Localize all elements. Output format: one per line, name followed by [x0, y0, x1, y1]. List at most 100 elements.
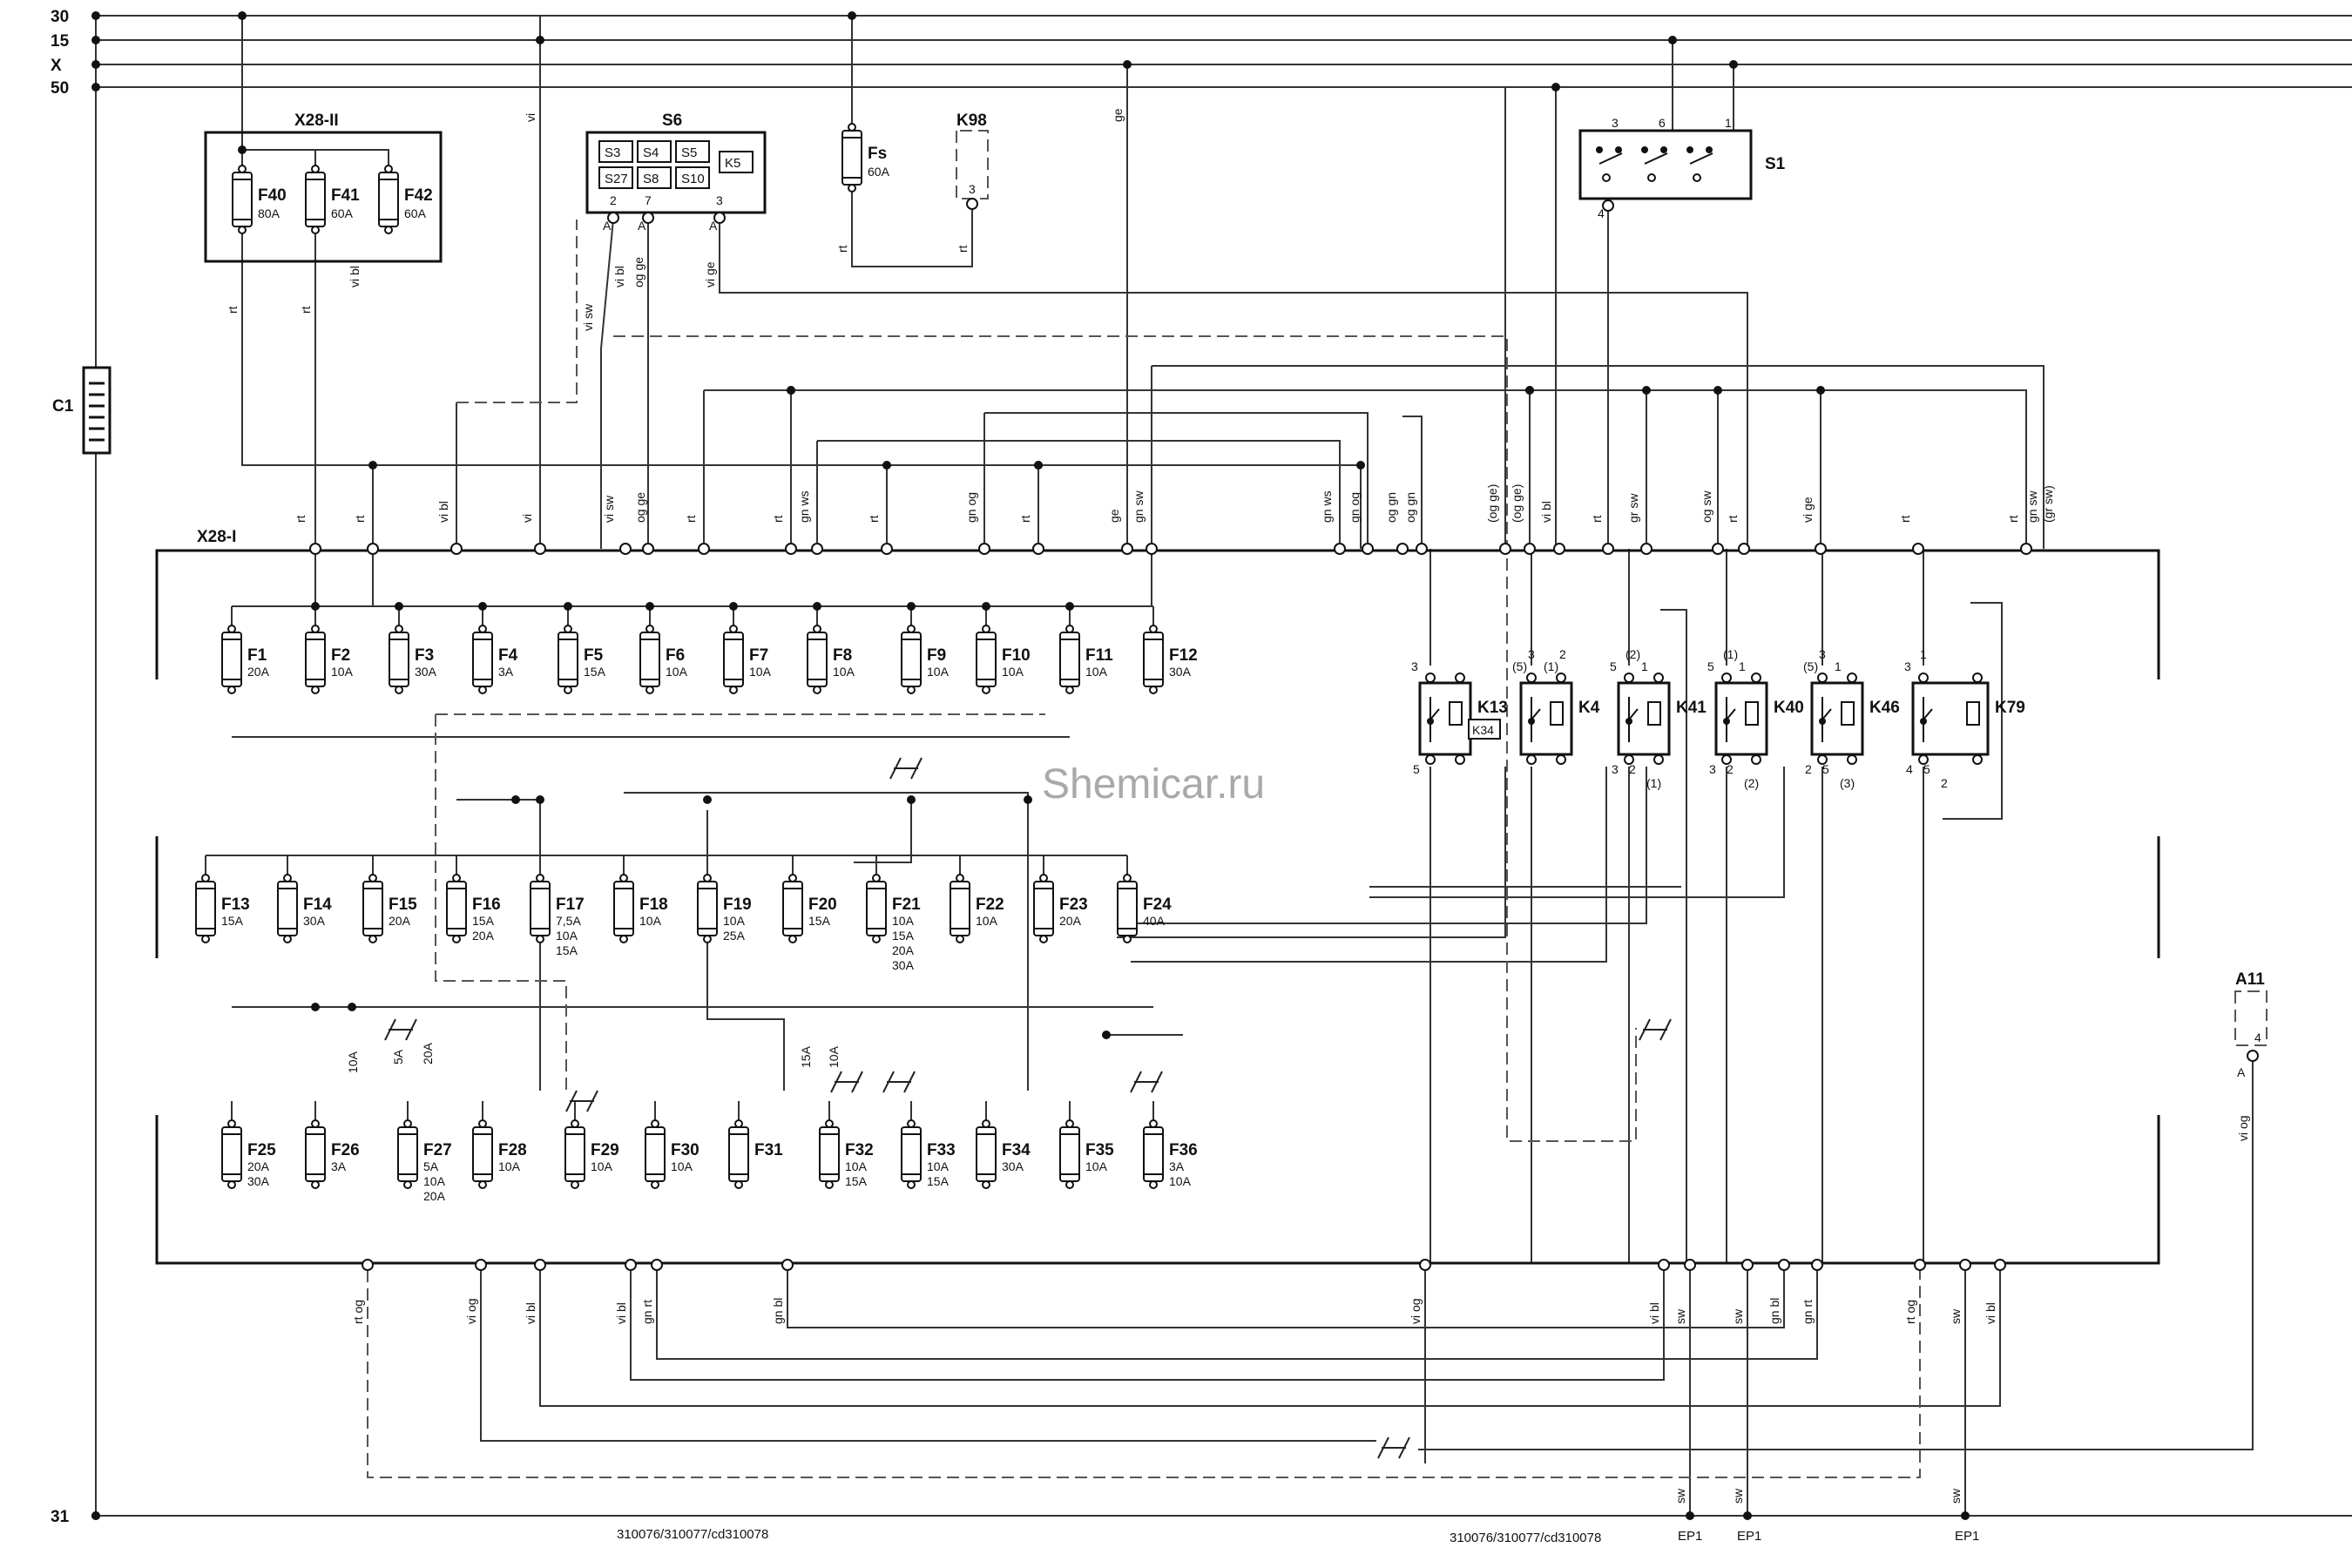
wire-crossing-mark	[384, 1018, 417, 1041]
wire-label-mid: rt	[353, 515, 367, 523]
fuse-rating: 10A	[1085, 665, 1108, 679]
s1-contact	[1686, 146, 1693, 153]
k34-box	[1468, 719, 1501, 740]
fuse-label: F26	[331, 1141, 360, 1159]
wire-crossing-mark	[1377, 1436, 1410, 1459]
s1-box	[1578, 129, 1753, 200]
bottom-gn-bl	[787, 1270, 1785, 1328]
fuse-rating: 15A	[927, 1174, 950, 1188]
fuse-rating: 10A	[833, 665, 855, 679]
fuse-f3	[389, 625, 409, 694]
wire-label-mid: gn og	[964, 492, 978, 523]
ground-point-ep1: EP1	[1955, 1529, 1979, 1544]
terminal-pin	[2020, 543, 2032, 555]
fuse-f28	[472, 1119, 493, 1189]
wire-label-mid: gn sw	[2025, 490, 2039, 523]
wire-label-f27: 20A	[421, 1042, 435, 1064]
fuse-f30	[645, 1119, 666, 1189]
k98-box	[956, 130, 989, 199]
k41-return	[1660, 609, 1687, 1263]
relay-pin: 2	[1629, 762, 1636, 776]
fuse-rating: 20A	[389, 914, 411, 928]
fuse-rating: 10A	[976, 914, 998, 928]
fuse-rating: 40A	[1143, 914, 1166, 928]
fuse-f33	[901, 1119, 922, 1189]
fuse-rating: 30A	[1002, 1159, 1024, 1173]
battery-label: C1	[52, 397, 74, 416]
relay-k79	[1911, 672, 1990, 765]
relay-link-5	[1117, 767, 1506, 938]
junction-dot	[882, 461, 891, 470]
fuse-label: F40	[258, 186, 287, 205]
wire-label-mid: gn og	[1348, 492, 1362, 523]
junction-dot	[848, 11, 856, 20]
wire-label-mid: rt	[2006, 515, 2020, 523]
wire-label-bottom: sw	[1731, 1308, 1745, 1324]
s1-switch-arm	[1644, 152, 1668, 165]
x28ii-out-rt-1	[241, 233, 1362, 549]
x28-i-box	[155, 549, 2160, 1265]
terminal-pin	[1362, 543, 1374, 555]
terminal-pin	[1602, 543, 1614, 555]
terminal-pin	[1778, 1259, 1790, 1271]
fuse-label: F24	[1143, 896, 1172, 914]
bus-label-30: 30	[51, 8, 69, 26]
junction-dot	[536, 795, 544, 804]
fuse-f40	[232, 165, 253, 234]
relay-label: K46	[1869, 699, 1900, 717]
s6-pin-mark: A	[709, 219, 718, 233]
wire-label-bottom: vi og	[1409, 1298, 1423, 1324]
fuse-rating: 20A	[423, 1189, 446, 1203]
fuse-rating: 10A	[666, 665, 688, 679]
terminal-pin	[1524, 543, 1536, 555]
fuse-rating: 15A	[892, 929, 915, 943]
s1-contact	[1706, 146, 1713, 153]
wire-label-mid: (gr sw)	[2041, 485, 2055, 523]
fuse-f17	[530, 874, 551, 943]
junction-dot	[1123, 60, 1132, 69]
relay-pin: 5	[1707, 659, 1714, 673]
junction-dot	[907, 602, 916, 611]
terminal-pin	[1994, 1259, 2006, 1271]
wire-vi-bl-s6	[456, 220, 578, 403]
terminal-pin	[1032, 543, 1044, 555]
relay-pin: 5	[1413, 762, 1420, 776]
s6-switch-cell	[675, 140, 710, 163]
wire-label-f27: 10A	[346, 1051, 360, 1073]
fuse-f20	[782, 874, 803, 943]
wire-label-mid: rt	[1726, 515, 1740, 523]
wire-label-bottom: gn rt	[1801, 1300, 1815, 1324]
junction-dot	[1668, 36, 1677, 44]
wire-label-bottom: gn bl	[1767, 1298, 1781, 1324]
a11-label: A11	[2235, 970, 2265, 989]
relay-label: K79	[1995, 699, 2025, 717]
battery-c1	[82, 366, 112, 455]
junction-dot	[238, 145, 247, 154]
bus-label-15: 15	[51, 32, 70, 51]
wire-crossing-mark	[1130, 1071, 1163, 1093]
fuse-f22	[950, 874, 970, 943]
wire-label-bottom: vi bl	[614, 1302, 628, 1324]
junction-dot	[1065, 602, 1074, 611]
terminal-pin	[1419, 1259, 1431, 1271]
wire-label-bottom: vi bl	[1984, 1302, 1997, 1324]
fuse-label: F2	[331, 646, 350, 665]
relay-pin: 2	[1805, 762, 1812, 776]
relay-pin: 3	[1819, 647, 1826, 661]
terminal-pin	[785, 543, 797, 555]
fuse-rating: 10A	[1085, 1159, 1108, 1173]
junction-dot	[1551, 83, 1560, 91]
fuse-rating: 10A	[892, 914, 915, 928]
junction-dot	[311, 1003, 320, 1011]
s6-pin-number: 2	[610, 193, 617, 207]
x28-ii-label: X28-II	[294, 112, 339, 130]
wire-label: vi bl	[612, 266, 626, 287]
relay-pin: 3	[1612, 762, 1619, 776]
junction-dot	[348, 1003, 356, 1011]
relay-k13	[1418, 672, 1472, 765]
relay-link-4	[1129, 767, 1647, 924]
fuse-rating: 20A	[1059, 914, 1082, 928]
s1-contact	[1660, 146, 1667, 153]
fuse-label: F15	[389, 896, 417, 914]
